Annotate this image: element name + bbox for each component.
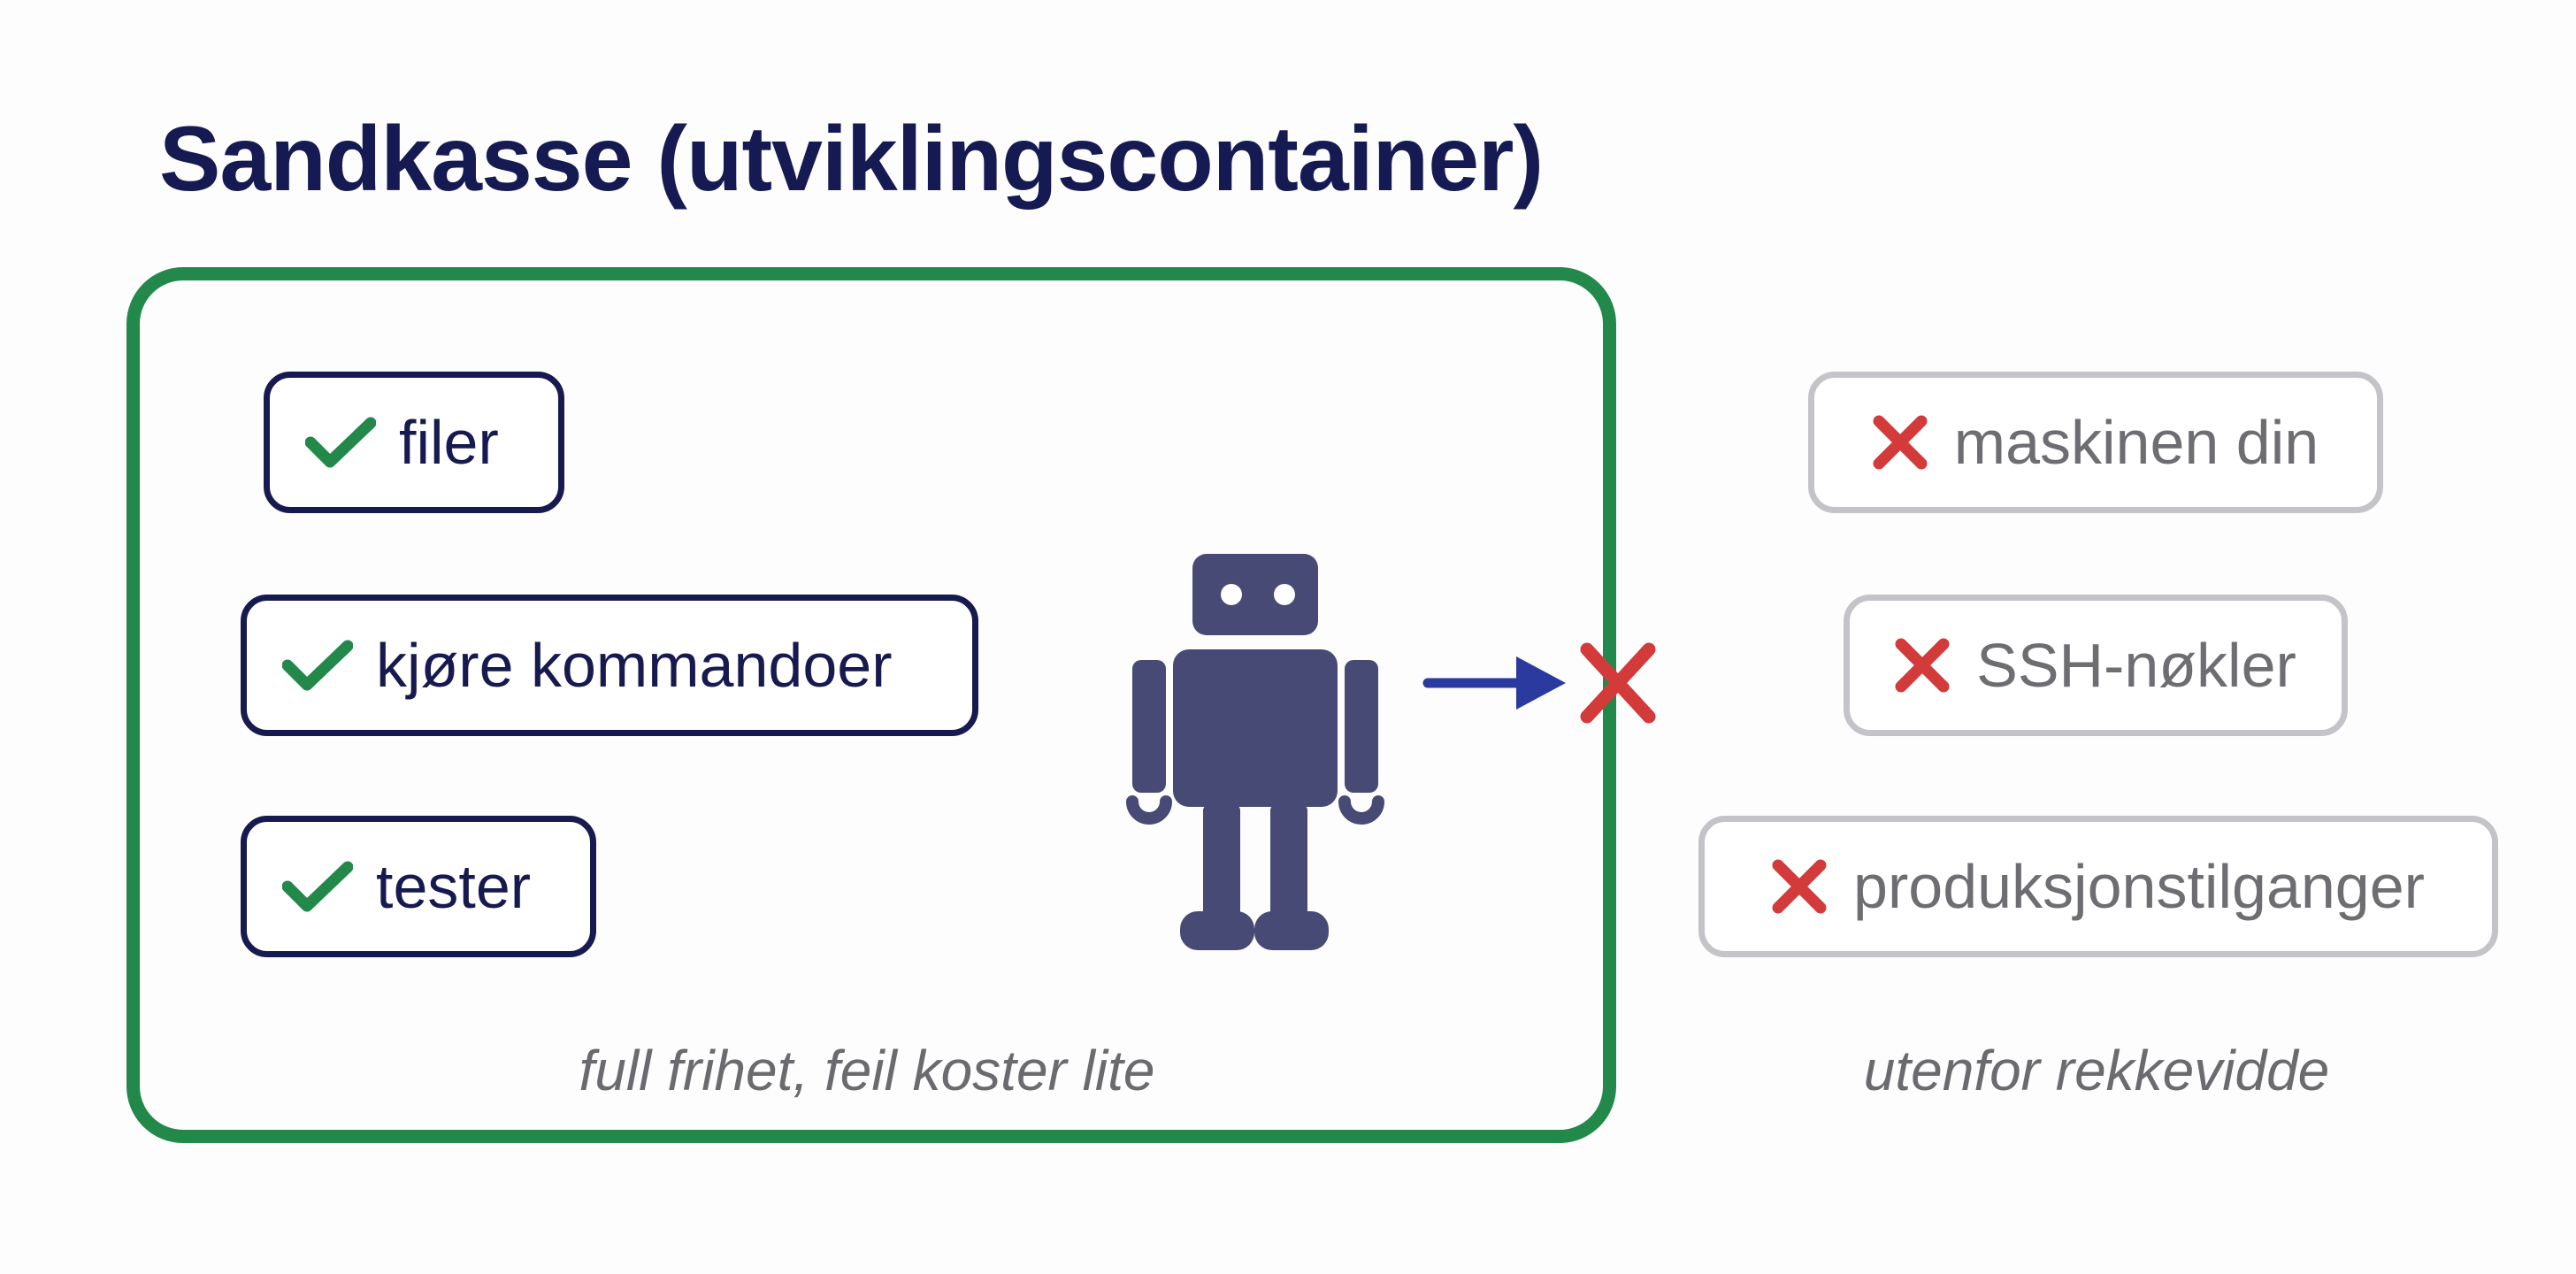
cross-icon (1772, 859, 1827, 914)
allowed-item-label: filer (399, 408, 499, 477)
denied-item-label: produksjonstilganger (1853, 852, 2425, 921)
denied-item-label: SSH-nøkler (1976, 631, 2296, 700)
check-icon (305, 416, 376, 469)
sandbox-caption: full frihet, feil koster lite (579, 1039, 1155, 1102)
sandbox-boundary (126, 267, 1616, 1143)
denied-item-ssh-keys: SSH-nøkler (1844, 595, 2348, 736)
cross-icon (1580, 642, 1656, 724)
denied-item-production-access: produksjonstilganger (1698, 816, 2498, 957)
cross-icon (1873, 415, 1928, 470)
allowed-item-tests: tester (241, 816, 596, 957)
allowed-item-files: filer (264, 372, 564, 513)
check-icon (282, 639, 353, 692)
check-icon (282, 860, 353, 913)
denied-item-label: maskinen din (1953, 408, 2319, 477)
blocked-action (1422, 639, 1661, 727)
allowed-item-run-commands: kjøre kommandoer (241, 595, 978, 736)
cross-icon (1895, 638, 1950, 693)
arrow-right-icon (1422, 656, 1566, 710)
allowed-item-label: tester (376, 852, 532, 921)
robot-icon (1122, 552, 1405, 959)
outside-caption: utenfor rekkevidde (1863, 1039, 2330, 1102)
allowed-item-label: kjøre kommandoer (376, 631, 893, 700)
page-title: Sandkasse (utviklingscontainer) (159, 108, 1544, 211)
denied-item-your-machine: maskinen din (1808, 372, 2383, 513)
